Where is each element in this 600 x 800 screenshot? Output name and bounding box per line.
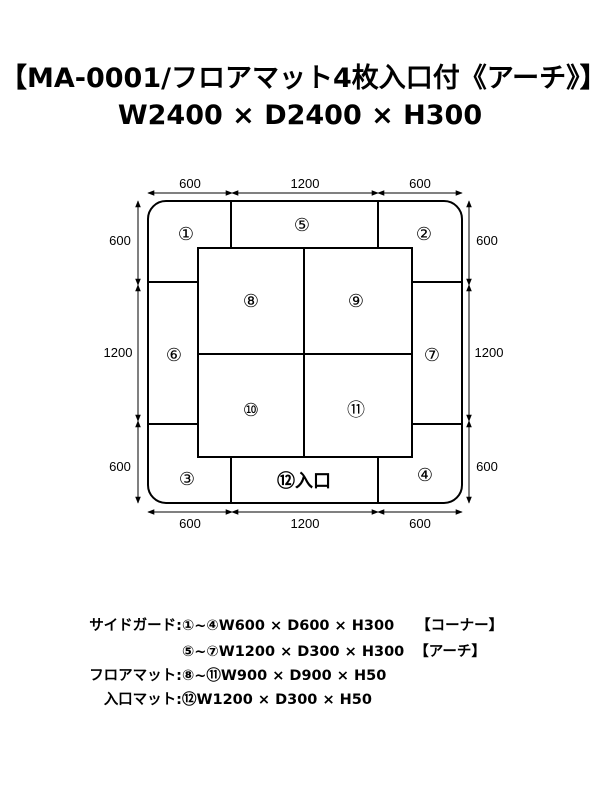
label-piece-12: ⑫入口 — [277, 470, 331, 492]
dim-left-middle: 1200 — [104, 345, 133, 360]
spec-label: 入口マット: — [103, 692, 182, 708]
spec-range: ⑫W1200 × D300 × H50 — [182, 692, 372, 708]
dim-bottom-center: 1200 — [291, 516, 320, 531]
label-piece-9: ⑨ — [348, 291, 364, 312]
page-title: 【MA-0001/フロアマット4枚入口付《アーチ》】 — [0, 63, 600, 94]
spec-range: ①~④W600 × D600 × H300 — [182, 618, 395, 634]
label-piece-4: ④ — [417, 465, 433, 486]
label-piece-1: ① — [178, 224, 194, 245]
label-piece-11: ⑪ — [347, 400, 365, 421]
label-piece-8: ⑧ — [243, 291, 259, 312]
spec-range: ⑤~⑦W1200 × D300 × H300 — [182, 644, 405, 660]
spec-label: サイドガード: — [89, 618, 182, 634]
label-piece-3: ③ — [179, 469, 195, 490]
label-piece-5: ⑤ — [294, 215, 310, 236]
spec-line-side-guard-corner: サイドガード:①~④W600 × D600 × H300 【コーナー】 — [70, 614, 503, 635]
piece-12 — [230, 456, 379, 504]
spec-note: 【アーチ】 — [414, 644, 486, 660]
dim-right-top: 600 — [476, 233, 498, 248]
dimension-lines — [135, 190, 472, 515]
dim-right-middle: 1200 — [475, 345, 504, 360]
spec-line-entrance-mat: 入口マット:⑫W1200 × D300 × H50 — [70, 688, 372, 709]
label-piece-10: ⑩ — [243, 400, 259, 421]
dim-top-right: 600 — [409, 176, 431, 191]
page-subtitle-dimensions: W2400 × D2400 × H300 — [117, 100, 483, 131]
spec-line-side-guard-arch: ⑤~⑦W1200 × D300 × H300 【アーチ】 — [70, 640, 486, 661]
dim-bottom-left: 600 — [179, 516, 201, 531]
dim-left-top: 600 — [109, 233, 131, 248]
dim-bottom-right: 600 — [409, 516, 431, 531]
label-piece-7: ⑦ — [424, 345, 440, 366]
dim-left-bottom: 600 — [109, 459, 131, 474]
dim-right-bottom: 600 — [476, 459, 498, 474]
label-piece-2: ② — [416, 224, 432, 245]
spec-line-floor-mat: フロアマット:⑧~⑪W900 × D900 × H50 — [70, 664, 386, 685]
spec-range: ⑧~⑪W900 × D900 × H50 — [182, 668, 387, 684]
spec-note: 【コーナー】 — [416, 618, 504, 634]
spec-label: フロアマット: — [89, 668, 182, 684]
dim-top-left: 600 — [179, 176, 201, 191]
dim-top-center: 1200 — [291, 176, 320, 191]
label-piece-6: ⑥ — [166, 345, 182, 366]
